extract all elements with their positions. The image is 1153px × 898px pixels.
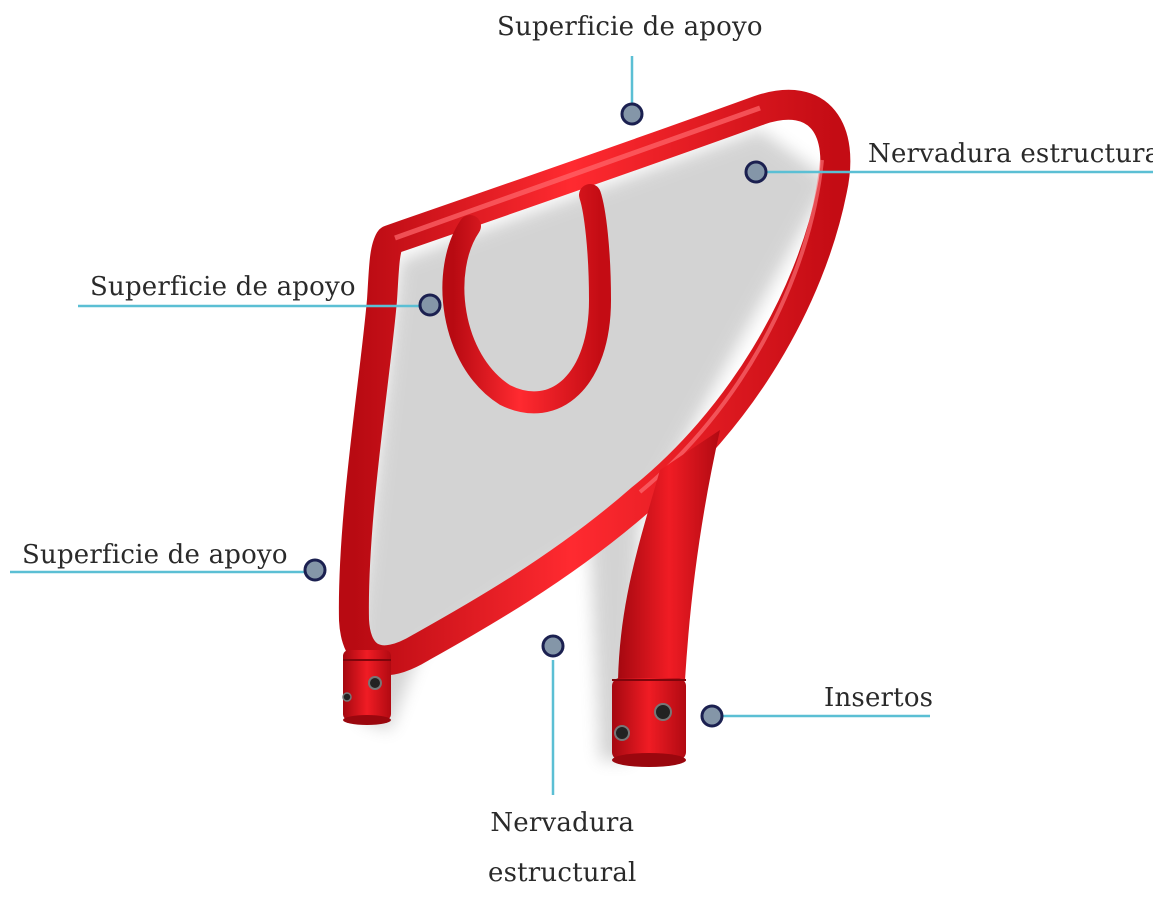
label-insertos: Insertos bbox=[824, 683, 933, 713]
label-superficie-lower: Superficie de apoyo bbox=[22, 540, 288, 570]
marker-top bbox=[622, 104, 642, 124]
insert-bolt-icon bbox=[615, 726, 629, 740]
label-nervadura-bottom-line2: estructural bbox=[488, 848, 637, 898]
label-nervadura-bottom: Nervadura estructural bbox=[488, 798, 637, 898]
label-nervadura-right: Nervadura estructural bbox=[868, 139, 1153, 169]
right-leg-foot bbox=[612, 678, 686, 760]
marker-middle-left bbox=[420, 295, 440, 315]
marker-bottom-right bbox=[702, 706, 722, 726]
insert-bolt-icon bbox=[655, 704, 671, 720]
diagram-canvas bbox=[0, 0, 1153, 877]
label-nervadura-bottom-line1: Nervadura bbox=[488, 798, 637, 848]
marker-lower-left bbox=[305, 560, 325, 580]
label-superficie-top: Superficie de apoyo bbox=[497, 12, 763, 42]
insert-bolt-icon bbox=[369, 677, 381, 689]
marker-bottom bbox=[543, 636, 563, 656]
marker-right bbox=[746, 162, 766, 182]
insert-bolt-icon bbox=[343, 693, 351, 701]
label-superficie-middle: Superficie de apoyo bbox=[90, 272, 356, 302]
